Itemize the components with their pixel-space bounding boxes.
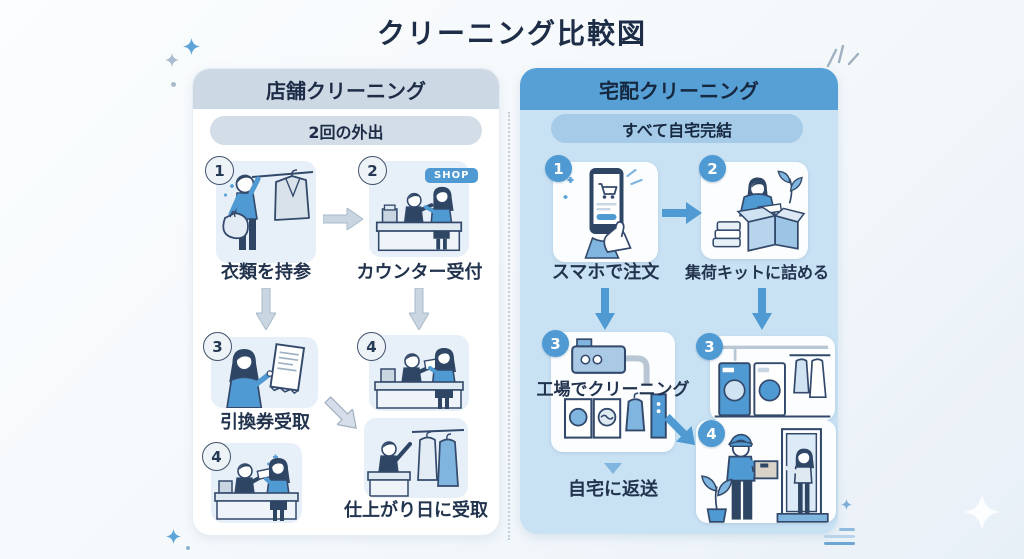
receive-ticket-illustration xyxy=(226,343,306,408)
shop-counter-illustration xyxy=(375,186,463,252)
store-step1-label: 衣類を持参 xyxy=(221,262,311,283)
sparkle-icon xyxy=(166,529,181,544)
delivery-return-label: 自宅に返送 xyxy=(568,479,658,500)
triangle-down-icon xyxy=(604,463,622,474)
accent-line xyxy=(839,528,855,531)
delivery-step3-number: 3 xyxy=(542,330,569,357)
store-panel-badge: 2回の外出 xyxy=(210,116,482,145)
arrow-diagonal-icon xyxy=(664,414,696,446)
delivery-step4-number: 4 xyxy=(698,420,725,447)
store-step3-number: 3 xyxy=(203,332,232,361)
accent-line xyxy=(824,542,855,545)
arrow-down-icon xyxy=(409,288,429,330)
store-step1-card xyxy=(216,161,316,263)
store-ticket-exchange-card xyxy=(211,443,302,523)
store-step2-label: カウンター受付 xyxy=(356,262,483,283)
arrow-down-icon xyxy=(595,288,615,330)
store-step3-label: 引換券受取 xyxy=(220,412,310,433)
dot-icon xyxy=(171,82,176,87)
counter-handover-illustration xyxy=(374,348,464,409)
store-step4-card xyxy=(369,335,469,411)
page-title: クリーニング比較図 xyxy=(376,17,647,50)
delivery-panel-badge: すべて自宅完結 xyxy=(551,114,803,143)
sparkle-icon xyxy=(964,494,1000,530)
delivery-step2-label: 集荷キットに詰める xyxy=(684,263,829,282)
panel-divider xyxy=(508,112,510,540)
delivery-step2-number: 2 xyxy=(699,155,726,182)
delivery-step3b-card xyxy=(710,336,835,421)
delivery-step1-number: 1 xyxy=(545,155,572,182)
arrow-down-icon xyxy=(256,288,276,330)
arrow-down-icon xyxy=(752,288,772,330)
sparkle-icon xyxy=(183,38,200,55)
store-step4b-number: 4 xyxy=(202,442,231,471)
rack-pickup-illustration xyxy=(367,429,465,497)
accent-line xyxy=(824,535,855,538)
delivery-step3-label: 工場でクリーニング xyxy=(536,380,690,400)
delivery-step1-card xyxy=(553,162,658,262)
delivery-panel-title: 宅配クリーニング xyxy=(520,68,838,110)
dot-icon xyxy=(186,546,190,550)
bring-clothes-illustration xyxy=(222,169,314,250)
store-step2-number: 2 xyxy=(358,156,387,185)
delivery-step2-card xyxy=(701,162,808,259)
delivery-step3-card xyxy=(551,332,675,452)
spark-lines-icon xyxy=(826,44,860,68)
shop-sign: SHOP xyxy=(425,168,479,183)
store-pickup-label: 仕上がり日に受取 xyxy=(344,500,488,521)
delivery-step1-label: スマホで注文 xyxy=(551,262,660,283)
ticket-exchange-illustration xyxy=(214,454,299,521)
sparkle-icon xyxy=(841,499,852,510)
store-panel-title: 店舗クリーニング xyxy=(193,69,499,109)
arrow-diagonal-icon xyxy=(324,396,357,429)
sparkle-icon xyxy=(165,53,179,67)
washers-rack-illustration xyxy=(714,345,831,418)
arrow-right-icon xyxy=(323,208,363,230)
home-delivery-illustration xyxy=(701,428,829,523)
smartphone-order-illustration xyxy=(563,168,643,259)
packing-kit-illustration xyxy=(712,170,806,252)
delivery-step3b-number: 3 xyxy=(696,333,723,360)
store-step4-number: 4 xyxy=(357,332,386,361)
store-step1-number: 1 xyxy=(205,156,234,185)
arrow-right-icon xyxy=(662,202,702,224)
store-step3-card xyxy=(211,337,318,408)
store-pickup-card xyxy=(364,418,468,498)
delivery-cleaning-panel: 宅配クリーニング すべて自宅完結 1 2 xyxy=(520,68,838,534)
store-cleaning-panel: 店舗クリーニング 2回の外出 1 xyxy=(192,68,500,536)
factory-cleaning-illustration xyxy=(563,338,667,439)
